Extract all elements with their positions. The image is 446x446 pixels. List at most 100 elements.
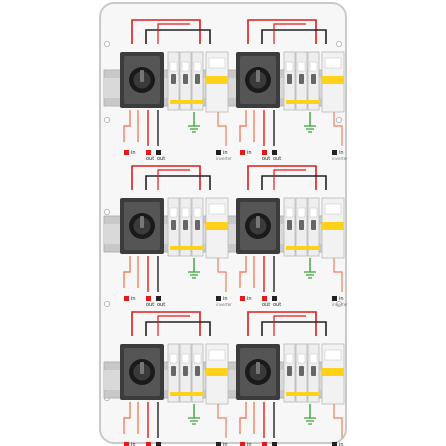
- breaker-toggle: [195, 74, 200, 84]
- busbar-label: [286, 246, 320, 250]
- ac-in-label: in: [223, 296, 228, 302]
- breaker-toggle: [195, 366, 200, 376]
- minus-terminal-icon: [156, 442, 161, 446]
- ac-wire: [217, 404, 227, 438]
- ac-wire: [333, 258, 343, 292]
- plus-terminal-icon: [262, 442, 267, 446]
- breaker-label: [297, 207, 306, 218]
- breaker-toggle: [311, 74, 316, 84]
- pv-in-label: in: [131, 296, 136, 302]
- out-label: out: [157, 156, 165, 162]
- mounting-hole: [335, 40, 343, 48]
- busbar-label: [170, 100, 204, 104]
- surge-window: [208, 349, 226, 361]
- ac-in-label: in: [339, 150, 344, 156]
- out-label: out: [157, 302, 165, 308]
- plus-terminal-icon: [240, 442, 245, 446]
- breaker-label: [169, 61, 178, 72]
- surge-window: [324, 349, 342, 361]
- breaker-label: [309, 353, 318, 364]
- ac-in-label: in: [339, 296, 344, 302]
- isolator-knob-handle: [140, 362, 144, 374]
- string-wire: [239, 402, 247, 434]
- breaker-toggle: [183, 220, 188, 230]
- pv-in-label: in: [131, 150, 136, 156]
- out-label: out: [273, 156, 281, 162]
- pv-in-label: in: [247, 296, 252, 302]
- red-wire-jumper: [157, 23, 190, 44]
- ground-icon: [304, 125, 316, 133]
- red-wire-jumper: [273, 23, 306, 44]
- plus-terminal-icon: [262, 296, 267, 301]
- breaker-toggle: [311, 220, 316, 230]
- surge-indicator: [322, 222, 344, 230]
- minus-terminal-icon: [332, 442, 337, 446]
- plus-terminal-icon: [146, 150, 151, 155]
- pv-out-label: out: [146, 302, 154, 308]
- busbar-label: [286, 392, 320, 396]
- string-wire: [123, 402, 131, 434]
- busbar-label: [170, 246, 204, 250]
- ac-wire: [217, 112, 227, 146]
- red-wire-top: [131, 311, 201, 336]
- pv-out-label: out: [262, 156, 270, 162]
- mounting-hole: [103, 116, 111, 124]
- string-wire: [239, 110, 247, 142]
- pv-in-label: in: [247, 442, 252, 446]
- out-label: out: [273, 302, 281, 308]
- surge-indicator: [322, 368, 344, 376]
- pv-in-label: in: [247, 150, 252, 156]
- string-wire: [239, 256, 247, 288]
- black-wire-top: [261, 29, 327, 44]
- ac-wire: [217, 258, 227, 292]
- red-wire-jumper: [273, 315, 306, 336]
- minus-terminal-icon: [216, 150, 221, 155]
- minus-terminal-icon: [156, 296, 161, 301]
- plus-terminal-icon: [240, 296, 245, 301]
- busbar-label: [286, 100, 320, 104]
- ac-in-label: in: [223, 150, 228, 156]
- ground-icon: [188, 271, 200, 279]
- breaker-label: [297, 61, 306, 72]
- red-wire-top: [247, 19, 317, 44]
- surge-indicator: [206, 76, 228, 84]
- busbar-label: [170, 392, 204, 396]
- ac-sub-label: inverter: [332, 156, 348, 161]
- breaker-label: [309, 61, 318, 72]
- ground-icon: [304, 417, 316, 425]
- minus-terminal-icon: [156, 150, 161, 155]
- string-wire: [123, 110, 131, 142]
- plus-terminal-icon: [262, 150, 267, 155]
- breaker-label: [169, 207, 178, 218]
- breaker-label: [193, 207, 202, 218]
- isolator-knob-handle: [256, 216, 260, 228]
- breaker-label: [285, 207, 294, 218]
- breaker-toggle: [287, 220, 292, 230]
- red-wire-top: [247, 311, 317, 336]
- breaker-toggle: [171, 220, 176, 230]
- mounting-hole: [103, 300, 111, 308]
- ac-wire: [333, 404, 343, 438]
- red-wire-top: [131, 19, 201, 44]
- minus-terminal-icon: [272, 150, 277, 155]
- breaker-toggle: [287, 74, 292, 84]
- breaker-label: [181, 61, 190, 72]
- plus-terminal-icon: [240, 150, 245, 155]
- breaker-label: [169, 353, 178, 364]
- plus-terminal-icon: [146, 296, 151, 301]
- black-wire-top: [261, 175, 327, 190]
- breaker-toggle: [299, 366, 304, 376]
- breaker-toggle: [195, 220, 200, 230]
- minus-terminal-icon: [332, 296, 337, 301]
- ac-wire: [333, 112, 343, 146]
- breaker-label: [193, 353, 202, 364]
- minus-terminal-icon: [216, 442, 221, 446]
- isolator-knob-handle: [140, 70, 144, 82]
- ac-in-label: in: [223, 442, 228, 446]
